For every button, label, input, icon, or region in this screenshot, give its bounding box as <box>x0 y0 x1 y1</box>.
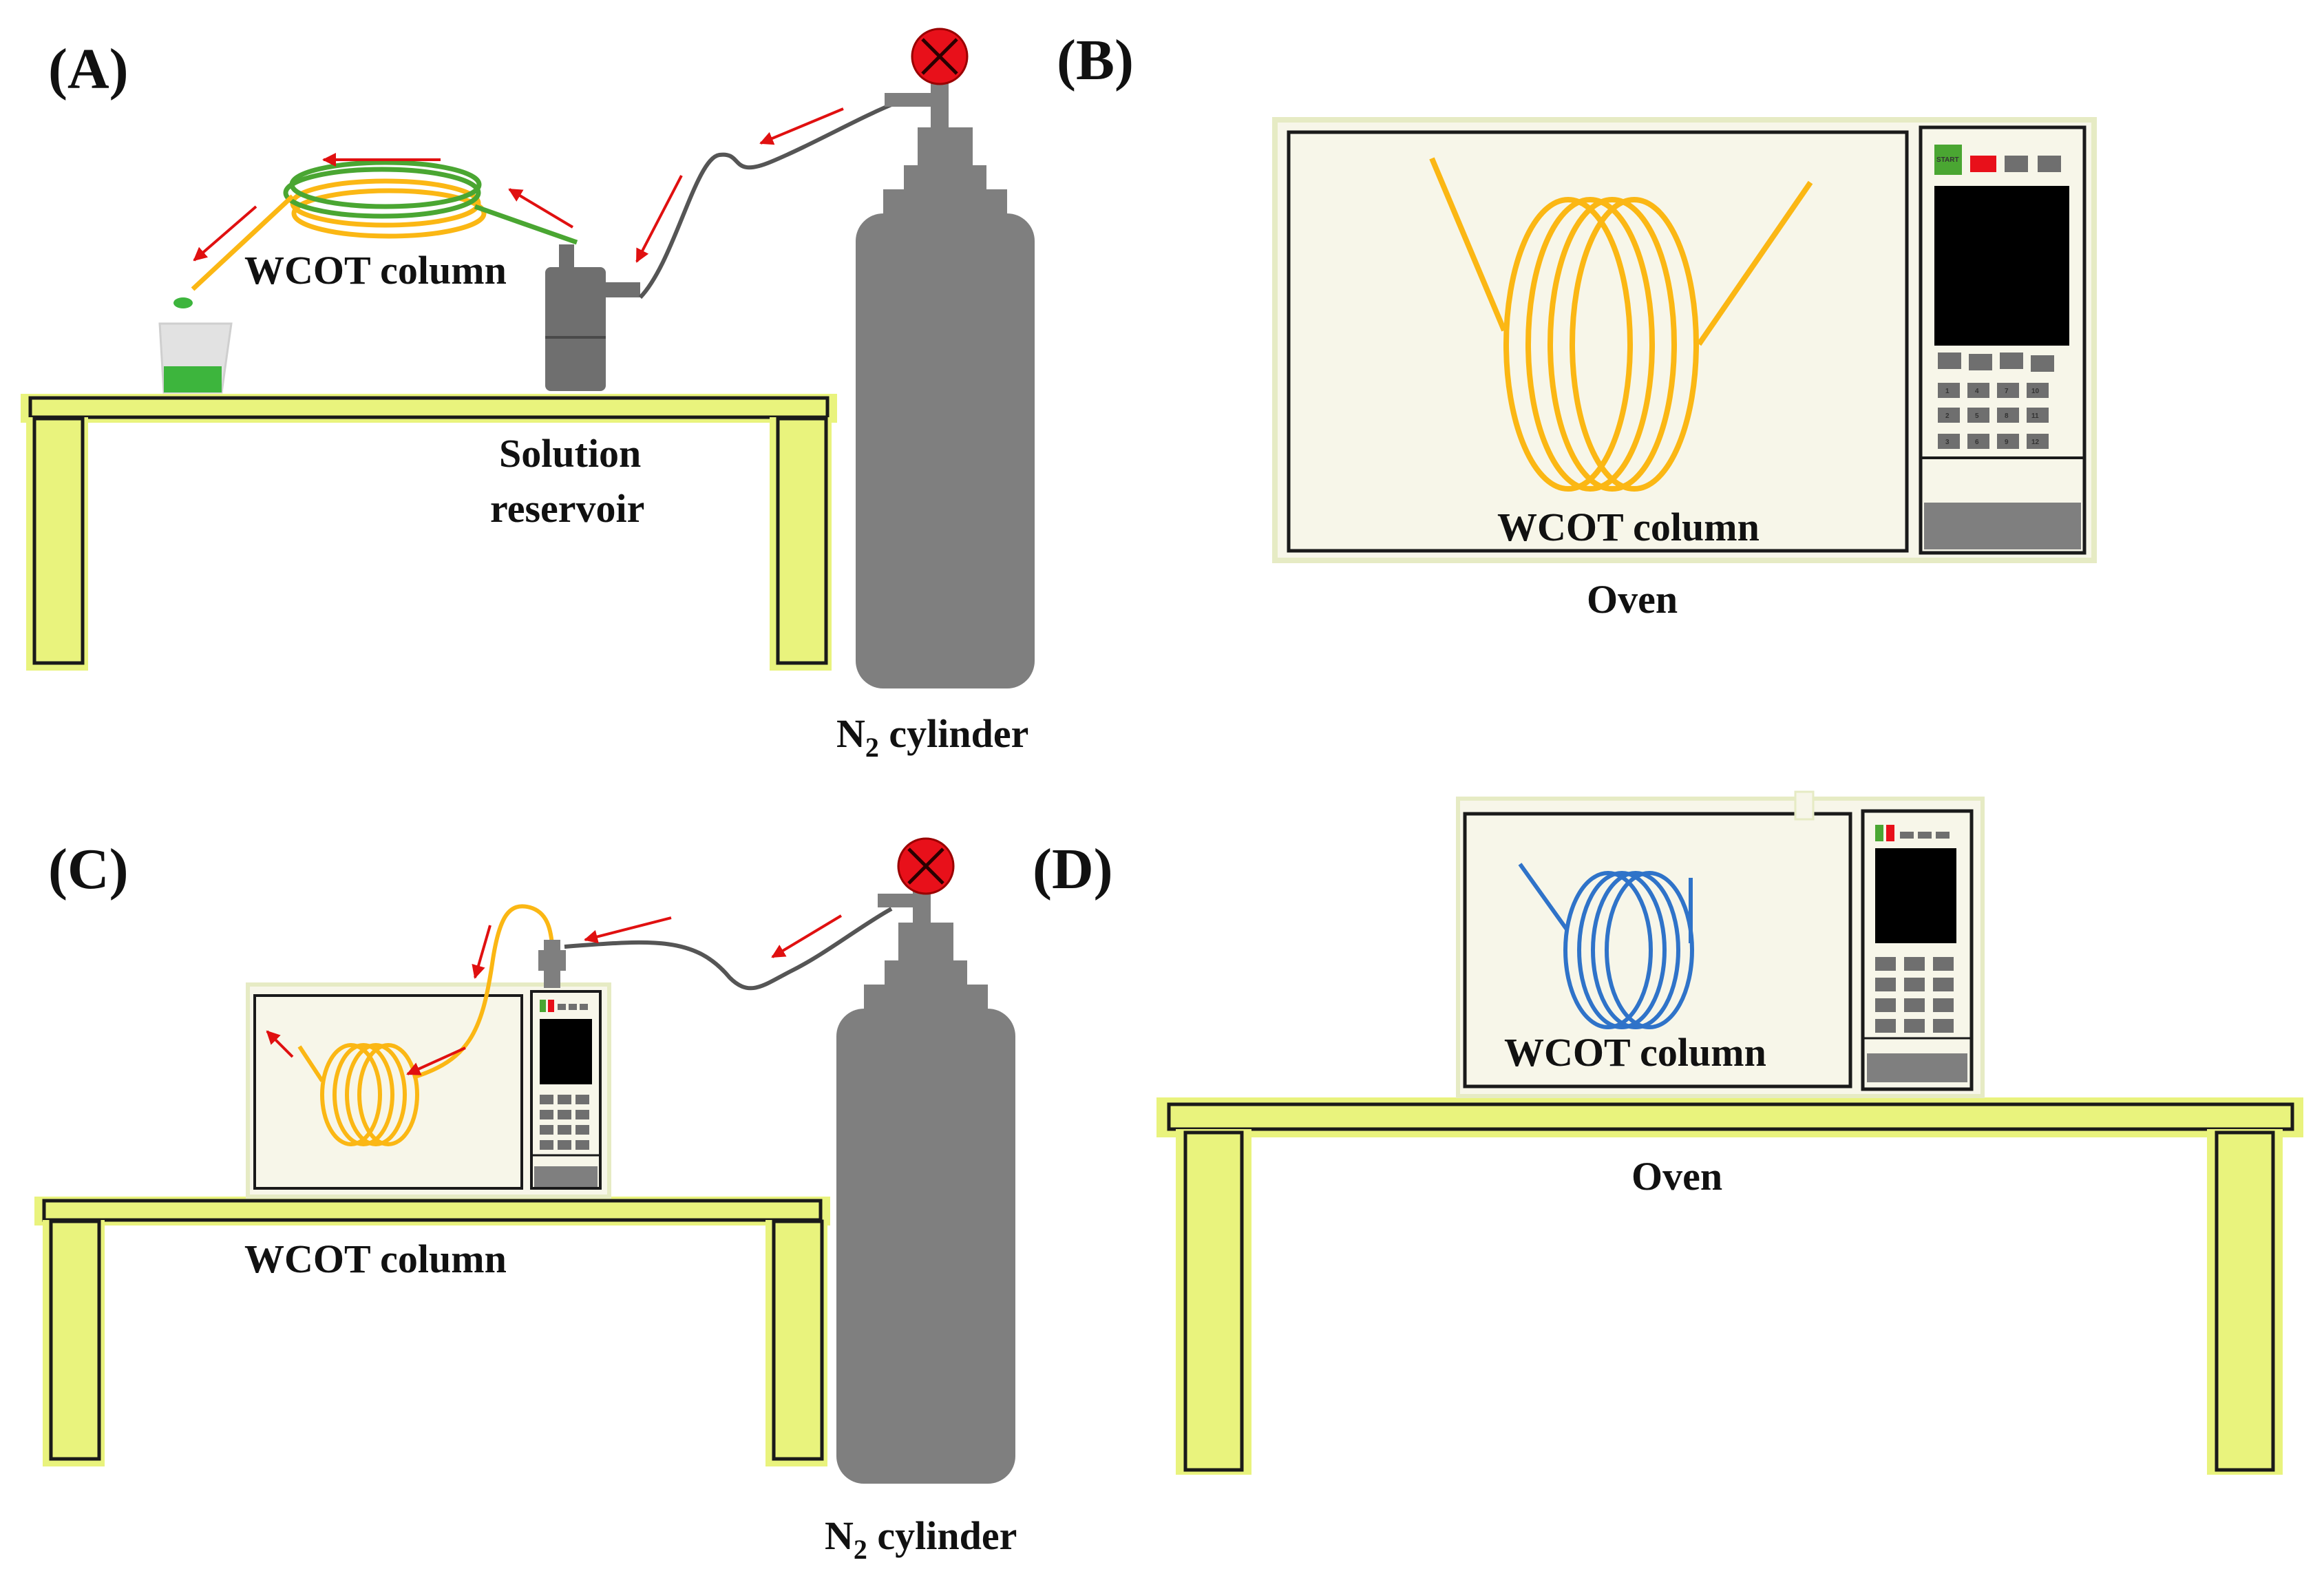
keypad-key[interactable] <box>2027 408 2049 423</box>
panel-label-c: (C) <box>48 837 129 901</box>
keypad-key-label: 11 <box>2031 412 2039 420</box>
flow-arrow <box>508 188 574 229</box>
stop-button[interactable] <box>1970 156 1996 172</box>
keypad-b: 1 4 7 10 2 5 8 11 3 6 9 12 <box>1938 383 2049 449</box>
display-screen <box>1875 848 1956 943</box>
flow-arrow <box>635 175 683 263</box>
flow-arrow <box>193 205 257 262</box>
wcot-column-coil-b <box>1429 157 1813 492</box>
table-c <box>34 1197 830 1466</box>
keypad-key[interactable] <box>2027 383 2049 398</box>
column-port <box>1794 790 1815 821</box>
keypad-key[interactable] <box>1997 434 2019 449</box>
button[interactable] <box>2005 156 2028 172</box>
gas-hose-c <box>564 907 893 991</box>
flow-arrow <box>266 1030 294 1058</box>
keypad-key-label: 3 <box>1945 439 1950 446</box>
keypad-key[interactable] <box>1997 383 2019 398</box>
panel-d: (D) <box>1033 790 2303 1475</box>
wcot-column-coil-a <box>191 160 578 291</box>
beaker <box>158 297 233 394</box>
keypad-key-label: 8 <box>2005 412 2009 420</box>
solution-reservoir <box>545 244 640 391</box>
keypad-key-label: 12 <box>2031 439 2040 446</box>
flow-arrow <box>771 914 843 958</box>
wcot-column-label-d: WCOT column <box>1504 1030 1766 1075</box>
start-button[interactable] <box>1934 145 1962 175</box>
oven-label-d: Oven <box>1631 1154 1722 1199</box>
valve-icon <box>897 837 955 895</box>
button[interactable] <box>2000 353 2023 369</box>
start-label: START <box>1936 156 1959 164</box>
keypad-key[interactable] <box>2027 434 2049 449</box>
wcot-column-label-a: WCOT column <box>244 248 507 293</box>
keypad-key[interactable] <box>1938 383 1960 398</box>
flow-arrow <box>406 1046 466 1075</box>
n2-cylinder-c <box>836 837 1015 1484</box>
oven-vent <box>1924 503 2081 549</box>
oven-label-b: Oven <box>1587 577 1678 622</box>
oven-b: START 1 4 <box>1272 117 2097 563</box>
n2-cylinder-label-a: N2 cylinder <box>836 711 1028 763</box>
flow-arrows-c <box>266 914 843 1075</box>
flow-arrow <box>759 107 844 145</box>
keypad-key-label: 1 <box>1945 388 1950 395</box>
panel-label-b: (B) <box>1057 28 1134 92</box>
panel-a: (A) <box>21 28 1035 763</box>
table-d <box>1156 1097 2303 1475</box>
keypad-key[interactable] <box>1938 408 1960 423</box>
flow-arrow <box>472 925 492 979</box>
gas-hose-a <box>638 101 896 299</box>
panel-label-d: (D) <box>1033 837 1113 901</box>
keypad-key-label: 9 <box>2005 439 2009 446</box>
button[interactable] <box>2031 355 2054 372</box>
table-a <box>21 394 837 671</box>
flow-arrow <box>584 916 672 944</box>
keypad-key[interactable] <box>1967 434 1989 449</box>
wcot-column-label-b: WCOT column <box>1497 505 1760 549</box>
keypad-key[interactable] <box>1967 408 1989 423</box>
keypad-key-label: 7 <box>2005 388 2009 395</box>
keypad-key-label: 2 <box>1945 412 1950 420</box>
valve-icon <box>911 28 969 85</box>
wcot-column-coil-d <box>1518 863 1694 1029</box>
panel-label-a: (A) <box>48 37 129 101</box>
n2-cylinder-label-c: N2 cylinder <box>825 1513 1017 1565</box>
keypad-d <box>1875 957 1954 1033</box>
oven-c <box>246 982 611 1199</box>
wcot-column-label-c: WCOT column <box>244 1237 507 1281</box>
keypad-key-label: 4 <box>1975 388 1979 395</box>
keypad-key-label: 10 <box>2031 388 2040 395</box>
droplet <box>173 297 193 308</box>
keypad-key[interactable] <box>1967 383 1989 398</box>
keypad-key-label: 6 <box>1975 439 1979 446</box>
solution-label: Solution <box>499 431 641 476</box>
display-screen <box>1934 186 2069 346</box>
panel-b: (B) START <box>1057 28 2097 622</box>
oven-d <box>1456 790 1985 1098</box>
button[interactable] <box>2038 156 2061 172</box>
keypad-key-label: 5 <box>1975 412 1979 420</box>
n2-cylinder-a <box>856 28 1035 688</box>
button[interactable] <box>1969 354 1992 370</box>
keypad-key[interactable] <box>1997 408 2019 423</box>
reservoir-label: reservoir <box>490 486 644 531</box>
keypad-key[interactable] <box>1938 434 1960 449</box>
button[interactable] <box>1938 353 1961 369</box>
panel-c: (C) <box>34 837 1017 1565</box>
keypad-c <box>540 1095 589 1150</box>
column-connector-c <box>538 940 566 988</box>
flow-arrows-a <box>193 107 844 263</box>
display-screen <box>540 1019 592 1084</box>
